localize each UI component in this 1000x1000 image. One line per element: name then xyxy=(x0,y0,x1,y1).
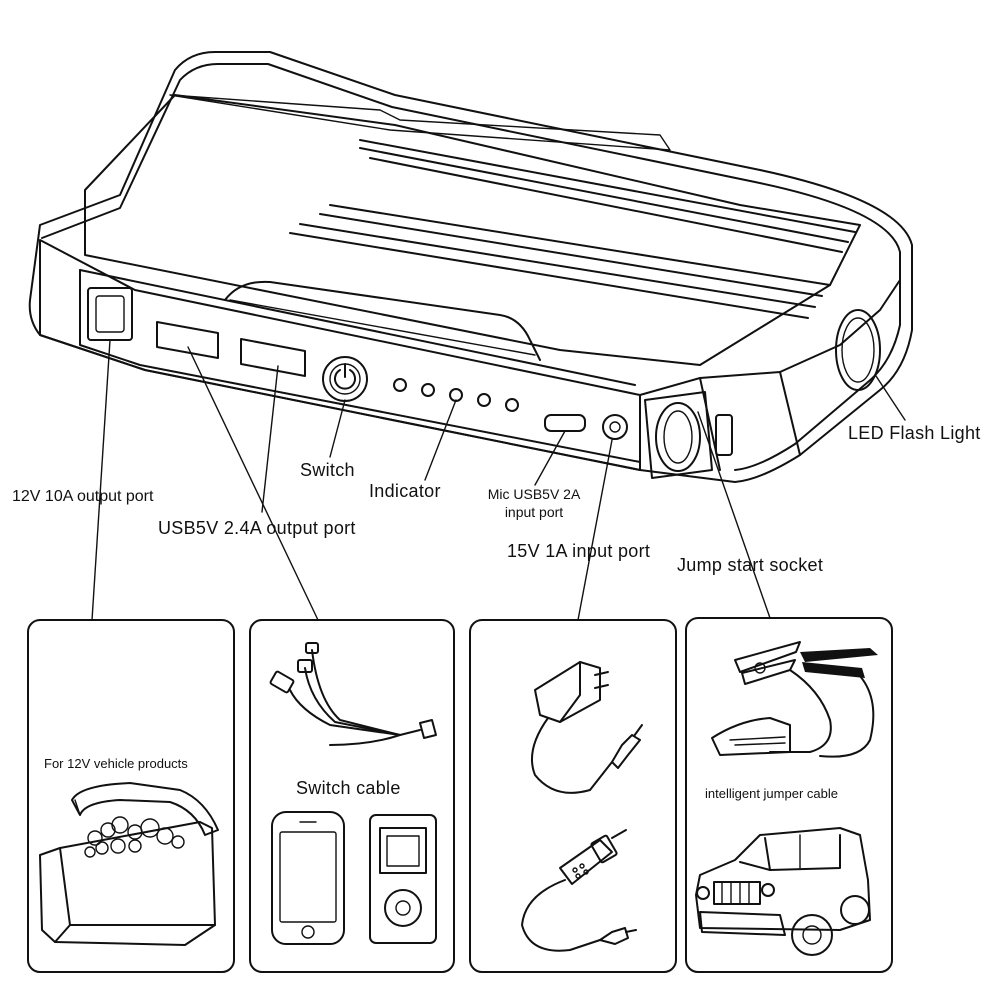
input-15v-label: 15V 1A input port xyxy=(507,541,651,561)
switch-label: Switch xyxy=(300,460,355,480)
mic-usb-label-line1: Mic USB5V 2A xyxy=(487,486,581,502)
callout-lines xyxy=(91,339,906,621)
mic-usb-label-line2: input port xyxy=(504,504,564,520)
music-player-icon xyxy=(369,814,437,944)
smartphone-icon xyxy=(271,811,345,945)
cooler-box-icon xyxy=(39,782,219,946)
suv-car-icon xyxy=(695,827,871,956)
wall-charger-icon xyxy=(531,661,643,794)
switch-cable-icon xyxy=(269,642,437,746)
panel-frames xyxy=(27,617,893,973)
jumper-cable-caption: intelligent jumper cable xyxy=(705,786,838,801)
power-bank-device xyxy=(28,51,913,483)
output-12v-label: 12V 10A output port xyxy=(12,488,154,505)
usb-output-label: USB5V 2.4A output port xyxy=(158,518,356,538)
switch-cable-caption: Switch cable xyxy=(296,778,401,798)
indicator-label: Indicator xyxy=(369,481,441,501)
led-flash-light-label: LED Flash Light xyxy=(848,423,981,443)
car-charger-icon xyxy=(521,829,637,952)
jumper-clamps-icon xyxy=(711,641,878,758)
jump-start-label: Jump start socket xyxy=(677,555,824,575)
vehicle-products-caption: For 12V vehicle products xyxy=(44,756,188,771)
